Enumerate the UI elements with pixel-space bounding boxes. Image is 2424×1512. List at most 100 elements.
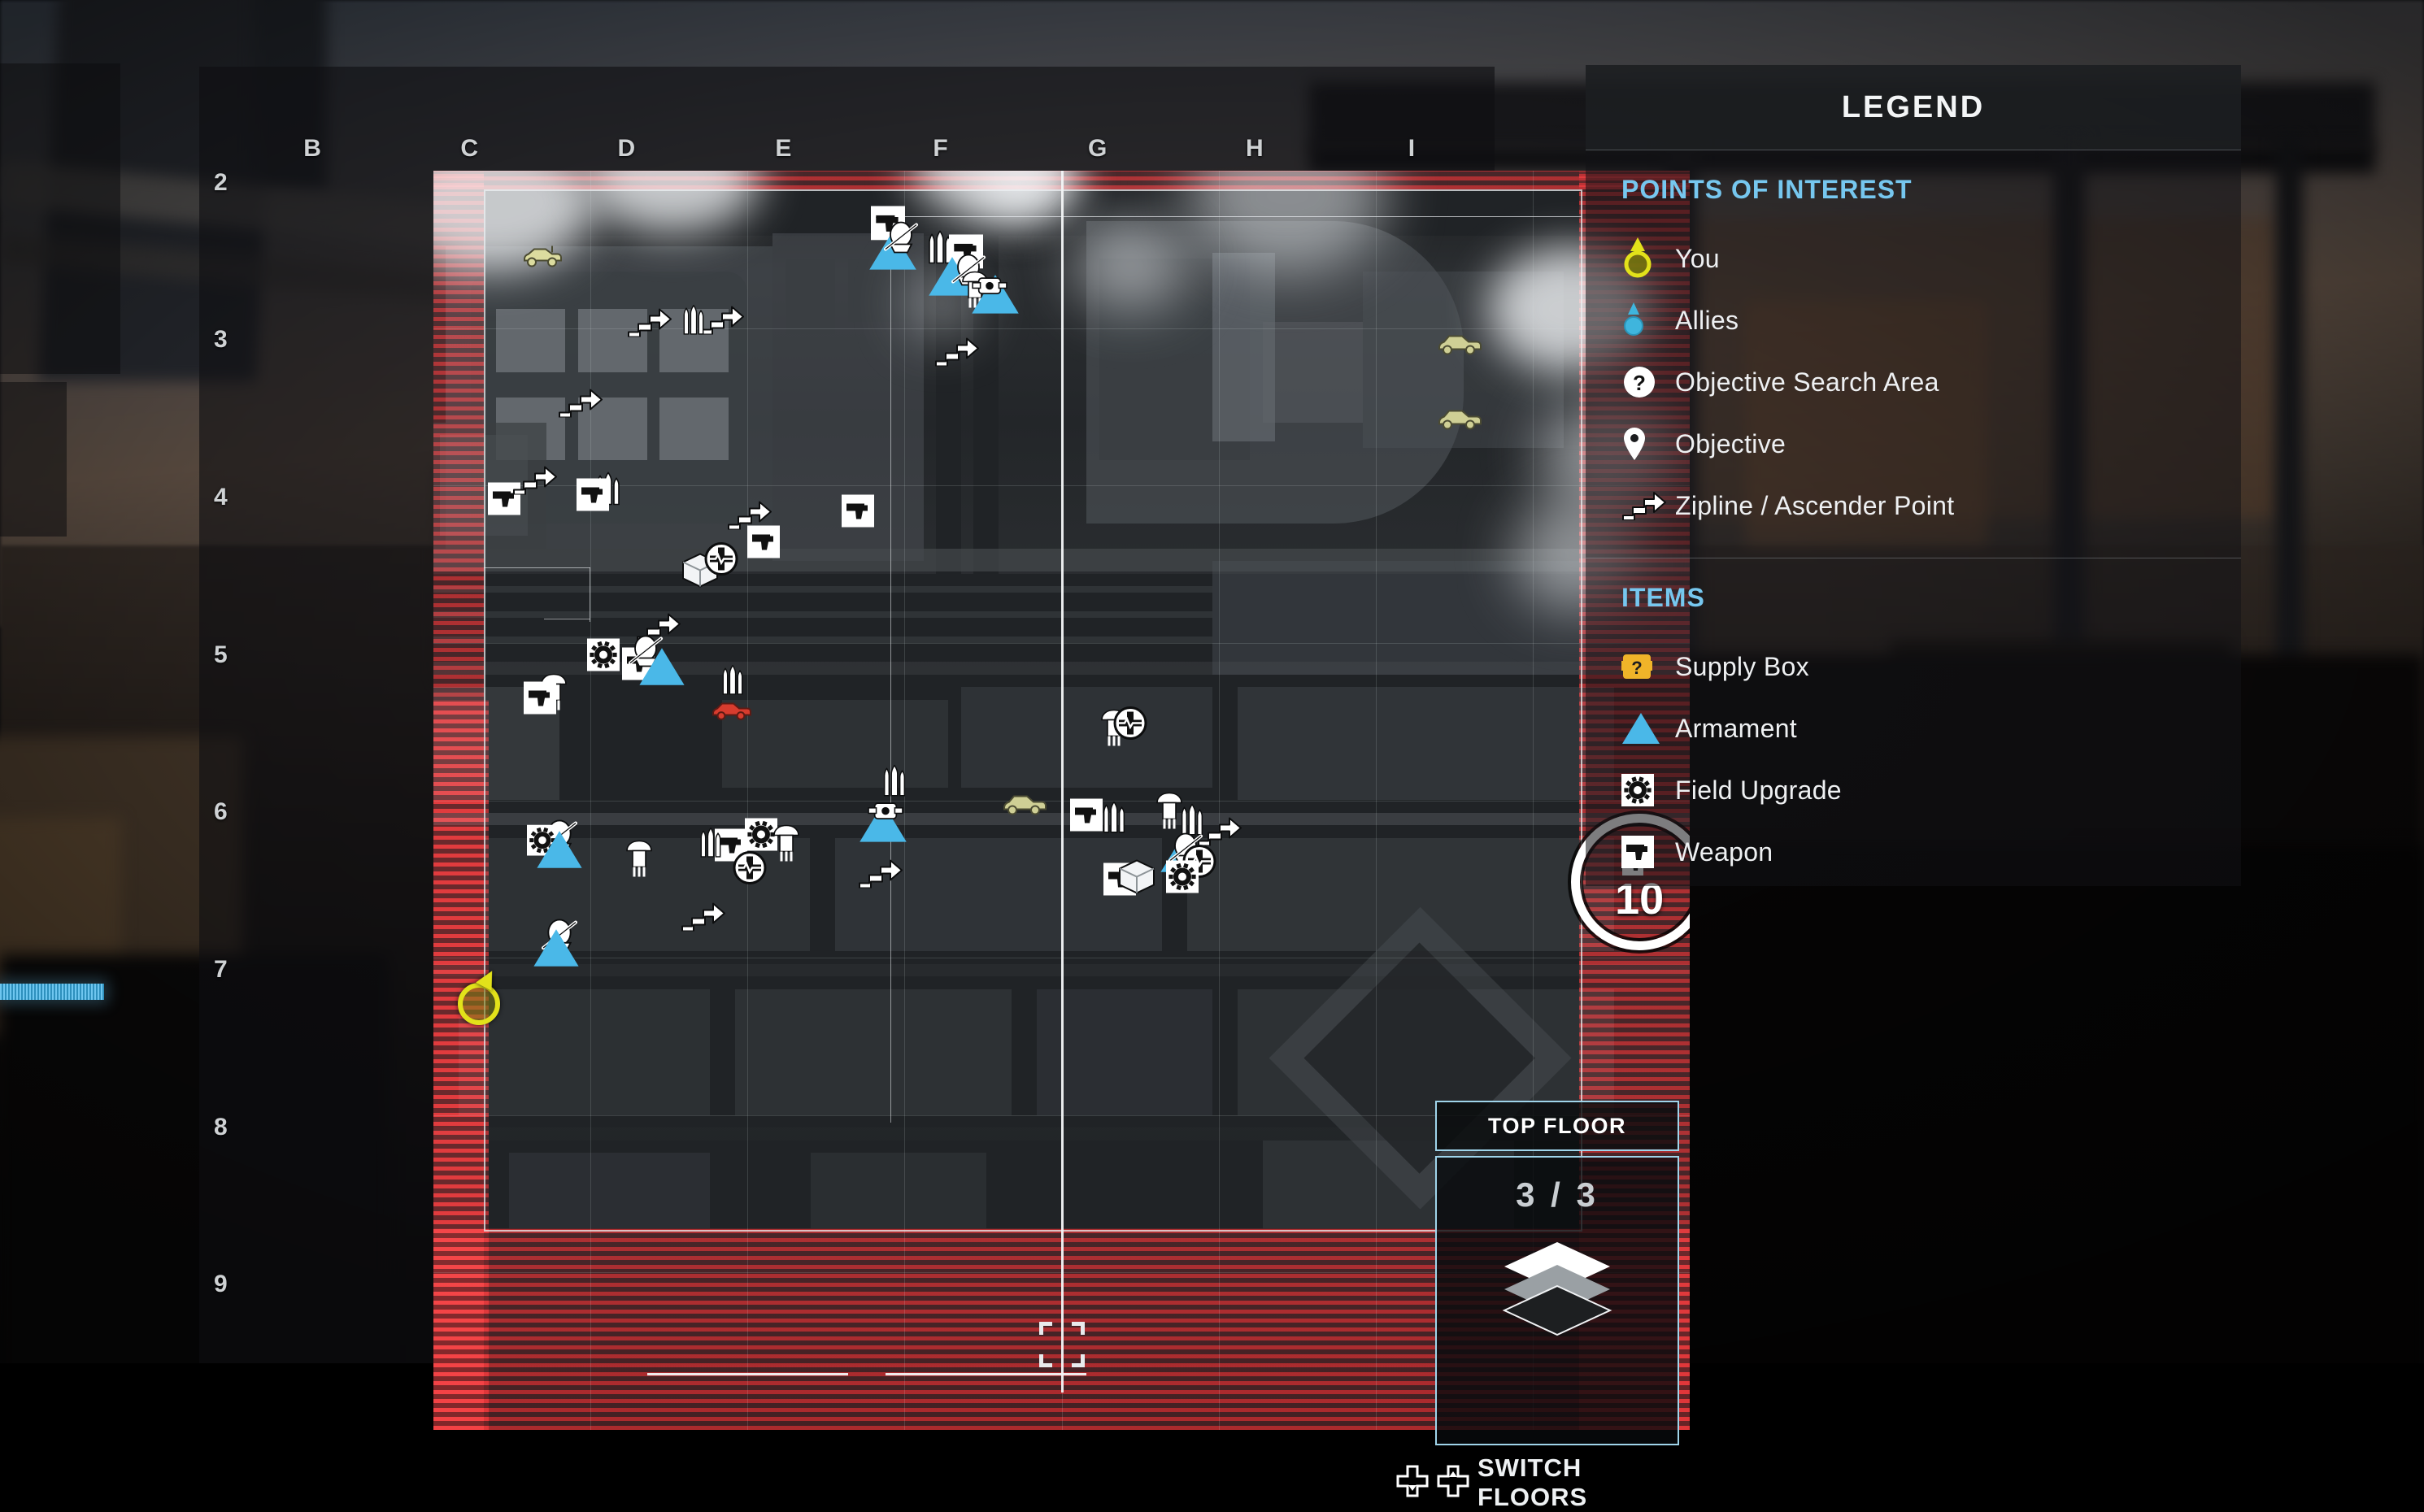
playable-area-boundary [483,189,1583,1232]
killstreak-icon[interactable] [882,219,920,258]
map-row-label: 8 [214,1113,228,1141]
cursor-crosshair-vertical [1060,171,1064,1393]
ammo-icon[interactable] [1179,803,1205,842]
zipline-ascender-icon[interactable] [1197,816,1242,849]
legend-label: Weapon [1675,836,1773,867]
floor-title: TOP FLOOR [1435,1101,1679,1151]
zipline-ascender-icon[interactable] [512,465,558,498]
map-row-label: 2 [214,168,228,196]
you-marker-icon [457,983,500,1026]
map-row-label: 4 [214,484,228,511]
ammo-icon[interactable] [681,305,707,341]
armament-triangle-icon[interactable] [638,647,685,691]
map-row-label: 7 [214,955,228,983]
decor-panel-left [0,382,67,537]
zipline-ascender-icon[interactable] [699,305,745,338]
zipline-ascender-icon[interactable] [558,389,603,422]
map-column-label: F [933,135,949,162]
map-column-label: B [303,135,322,162]
legend-section-title: ITEMS [1621,583,1705,612]
legend-label: Zipline / Ascender Point [1675,490,1955,520]
legend-row: Objective [1621,413,2241,475]
vehicle-icon[interactable] [1436,332,1482,360]
vehicle-red-icon[interactable] [711,700,752,725]
map-row-label: 3 [214,326,228,354]
floor-switcher[interactable]: TOP FLOOR 3 / 3 [1396,1101,1679,1512]
field-upgrade-gear-icon[interactable] [586,638,620,675]
medkit-icon[interactable] [703,541,739,581]
armament-triangle-icon[interactable] [859,802,907,848]
zipline-ascender-icon[interactable] [627,307,672,341]
supply-drop-icon[interactable] [624,839,655,882]
zipline-ascender-icon[interactable] [727,500,772,533]
legend-row: Field Upgrade [1621,759,2241,821]
buggy-icon[interactable] [521,242,562,272]
turret-icon[interactable] [972,271,1009,306]
legend-label: Objective Search Area [1675,367,1939,397]
ammo-icon[interactable] [698,827,724,863]
switch-floors-label: SWITCH FLOORS [1477,1453,1588,1511]
map-column-label: H [1245,135,1264,162]
supply-box-icon: ? [1621,651,1675,682]
ammo-icon[interactable] [881,764,907,803]
legend-label: Allies [1675,305,1739,335]
zipline-ascender-icon[interactable] [934,337,980,370]
field-upgrade-gear-icon[interactable] [745,818,778,855]
vehicle-icon[interactable] [1001,791,1047,819]
map-row-label: 6 [214,798,228,826]
legend-label: Armament [1675,713,1797,743]
cursor-crosshair-horizontal [646,1373,848,1376]
objective-pin-icon [1621,426,1675,462]
medkit-icon[interactable] [732,849,768,889]
armament-triangle-icon [1621,712,1675,745]
svg-text:?: ? [1633,371,1646,395]
legend-row: Armament [1621,697,2241,759]
ammo-icon[interactable] [720,665,745,701]
map-column-label: D [617,135,637,162]
medkit-icon[interactable] [1112,705,1148,745]
field-upgrade-gear-icon[interactable] [1165,860,1199,897]
decor-panel-top-left [0,63,120,374]
legend-row: ? Objective Search Area [1621,351,2241,413]
supply-drop-icon[interactable] [771,824,802,867]
legend-title: LEGEND [1841,89,1986,124]
crate-icon[interactable] [1118,858,1155,898]
switch-floors-hint[interactable]: SWITCH FLOORS [1396,1453,1640,1512]
supply-drop-icon[interactable] [1154,791,1185,834]
floor-stack-icon [1501,1239,1613,1340]
weapon-pistol-icon[interactable] [842,494,875,532]
map-row-label: 9 [214,1271,228,1298]
legend-row: Allies [1621,289,2241,351]
killstreak-icon[interactable] [627,634,664,672]
weapon-pistol-icon[interactable] [747,525,781,562]
zipline-ascender-icon[interactable] [681,902,726,936]
svg-text:?: ? [1631,658,1642,678]
legend-row: Zipline / Ascender Point [1621,475,2241,537]
turret-icon[interactable] [867,796,904,831]
you-marker-icon [1621,237,1675,280]
weapon-pistol-icon[interactable] [1070,798,1103,835]
map-column-label: E [775,135,793,162]
zipline-ascender-icon [1621,491,1675,520]
accent-bar [0,984,104,1000]
floor-count: 3 / 3 [1516,1175,1599,1214]
dpad-icon [1396,1465,1429,1501]
vehicle-icon[interactable] [1436,406,1482,434]
zipline-ascender-icon[interactable] [858,859,903,893]
armament-triangle-icon[interactable] [533,928,581,972]
weapon-pistol-icon[interactable] [577,478,610,515]
ammo-icon[interactable] [1101,801,1127,840]
armament-triangle-icon[interactable] [928,256,977,302]
field-upgrade-gear-icon [1621,774,1675,806]
map-row-label: 5 [214,641,228,668]
legend-row: You [1621,228,2241,289]
weapon-pistol-icon[interactable] [524,681,557,718]
legend-header: LEGEND [1586,65,2241,150]
weapon-pistol-icon [1621,836,1675,868]
floor-indicator-box[interactable]: 3 / 3 [1435,1156,1679,1445]
armament-triangle-icon[interactable] [536,830,583,874]
weapon-pistol-icon[interactable] [487,482,520,519]
objective-search-area-icon: ? [1621,364,1675,400]
